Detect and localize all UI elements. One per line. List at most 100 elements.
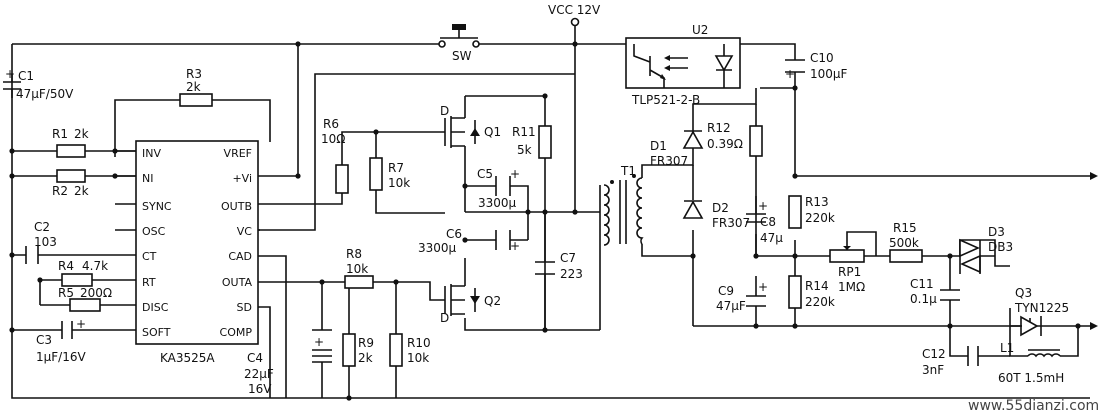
ic-pin-left: SYNC	[142, 200, 172, 213]
svg-text:3300μ: 3300μ	[478, 196, 517, 210]
svg-text:2k: 2k	[74, 127, 89, 141]
resistor-r1: R1 2k	[52, 127, 89, 158]
svg-text:L1: L1	[1000, 341, 1014, 355]
svg-text:10k: 10k	[346, 262, 368, 276]
svg-text:R2: R2	[52, 184, 68, 198]
svg-text:+: +	[758, 280, 768, 294]
capacitor-c11: C11 0.1μ	[910, 277, 960, 306]
svg-text:220k: 220k	[805, 211, 835, 225]
svg-text:R12: R12	[707, 121, 731, 135]
optocoupler-u2: U2 TLP521-2-B	[625, 23, 741, 107]
resistor-r2: R2 2k	[52, 169, 89, 198]
ic-pin-left: OSC	[142, 225, 166, 238]
ic-pin-left: INV	[142, 147, 161, 160]
ic-pin-right: COMP	[220, 326, 253, 339]
resistor-r13: R13 220k	[788, 195, 835, 229]
ic-part-label: KA3525A	[160, 351, 215, 365]
svg-text:60T 1.5mH: 60T 1.5mH	[998, 371, 1064, 385]
triac-q3: Q3 TYN1225	[1010, 286, 1069, 337]
resistor-r9: R9 2k	[342, 333, 374, 367]
svg-text:22μF: 22μF	[244, 367, 274, 381]
resistor-r12: R12 0.39Ω	[707, 121, 763, 157]
svg-text:Q1: Q1	[484, 125, 501, 139]
diac-d3: D3 DB3	[959, 225, 1013, 274]
svg-text:R1: R1	[52, 127, 68, 141]
capacitor-c10: + C10 100μF	[785, 51, 848, 81]
svg-text:10k: 10k	[407, 351, 429, 365]
svg-text:U2: U2	[692, 23, 708, 37]
svg-text:100μF: 100μF	[810, 67, 848, 81]
ic-pin-right: OUTB	[221, 200, 252, 213]
svg-text:Q2: Q2	[484, 294, 501, 308]
svg-text:+: +	[314, 335, 324, 349]
svg-text:R6: R6	[323, 117, 339, 131]
svg-text:2k: 2k	[358, 351, 373, 365]
capacitor-c9: + C9 47μF	[716, 280, 768, 313]
ic-pin-right: +Vi	[232, 172, 252, 185]
potentiometer-rp1: RP1 1MΩ	[829, 231, 877, 294]
svg-text:C9: C9	[718, 284, 734, 298]
transformer-t1: T1	[603, 164, 644, 246]
resistor-r14: R14 220k	[788, 275, 835, 309]
capacitor-c1: C1 47μF/50V +	[3, 67, 74, 101]
svg-text:C4: C4	[247, 351, 263, 365]
switch-sw: SW	[438, 24, 480, 63]
svg-text:R9: R9	[358, 336, 374, 350]
svg-text:R15: R15	[893, 221, 917, 235]
svg-text:R4: R4	[58, 259, 74, 273]
svg-text:R11: R11	[512, 125, 536, 139]
svg-text:1μF/16V: 1μF/16V	[36, 350, 86, 364]
svg-text:+: +	[758, 199, 768, 213]
svg-text:C2: C2	[34, 220, 50, 234]
capacitor-c4: + C4 22μF 16V	[244, 329, 332, 396]
ic-pin-right: VC	[237, 225, 253, 238]
svg-text:Q3: Q3	[1015, 286, 1032, 300]
ic-pin-right: SD	[237, 301, 252, 314]
svg-text:FR307: FR307	[712, 216, 750, 230]
capacitor-c5: + C5 3300μ	[477, 167, 520, 210]
svg-text:5k: 5k	[517, 143, 532, 157]
svg-text:223: 223	[560, 267, 583, 281]
svg-text:3nF: 3nF	[922, 363, 944, 377]
svg-text:+: +	[785, 67, 795, 81]
ic-pin-left: RT	[142, 276, 156, 289]
svg-text:3300μ: 3300μ	[418, 241, 457, 255]
capacitor-c6: + C6 3300μ	[418, 227, 520, 255]
resistor-r10: R10 10k	[389, 333, 431, 367]
svg-text:D2: D2	[712, 201, 729, 215]
svg-text:R7: R7	[388, 161, 404, 175]
svg-text:R5: R5	[58, 286, 74, 300]
ic-pin-left: NI	[142, 172, 153, 185]
svg-text:16V: 16V	[248, 382, 272, 396]
vcc-label: VCC 12V	[548, 3, 601, 17]
svg-text:R10: R10	[407, 336, 431, 350]
svg-text:0.39Ω: 0.39Ω	[707, 137, 743, 151]
svg-text:D3: D3	[988, 225, 1005, 239]
svg-text:C5: C5	[477, 167, 493, 181]
svg-text:C12: C12	[922, 347, 946, 361]
svg-text:103: 103	[34, 235, 57, 249]
svg-text:C1: C1	[18, 69, 34, 83]
inductor-l1: L1 60T 1.5mH	[998, 341, 1064, 385]
svg-text:R3: R3	[186, 67, 202, 81]
mosfet-q1: D Q1	[440, 104, 501, 148]
watermark: www.55dianzi.com	[968, 398, 1098, 414]
svg-text:FR307: FR307	[650, 154, 688, 168]
svg-text:2k: 2k	[74, 184, 89, 198]
svg-text:10Ω: 10Ω	[321, 132, 345, 146]
svg-text:47μF/50V: 47μF/50V	[16, 87, 74, 101]
svg-text:D: D	[440, 311, 449, 325]
capacitor-c8: + C8 47μ	[746, 199, 783, 245]
svg-text:C11: C11	[910, 277, 934, 291]
capacitor-c3: + C3 1μF/16V	[36, 317, 86, 364]
svg-text:500k: 500k	[889, 236, 919, 250]
svg-text:C8: C8	[760, 215, 776, 229]
svg-text:TLP521-2-B: TLP521-2-B	[631, 93, 700, 107]
svg-text:47μF: 47μF	[716, 299, 746, 313]
diode-d2: D2 FR307	[682, 200, 750, 230]
svg-text:2k: 2k	[186, 80, 201, 94]
junction-dots	[9, 41, 1081, 401]
